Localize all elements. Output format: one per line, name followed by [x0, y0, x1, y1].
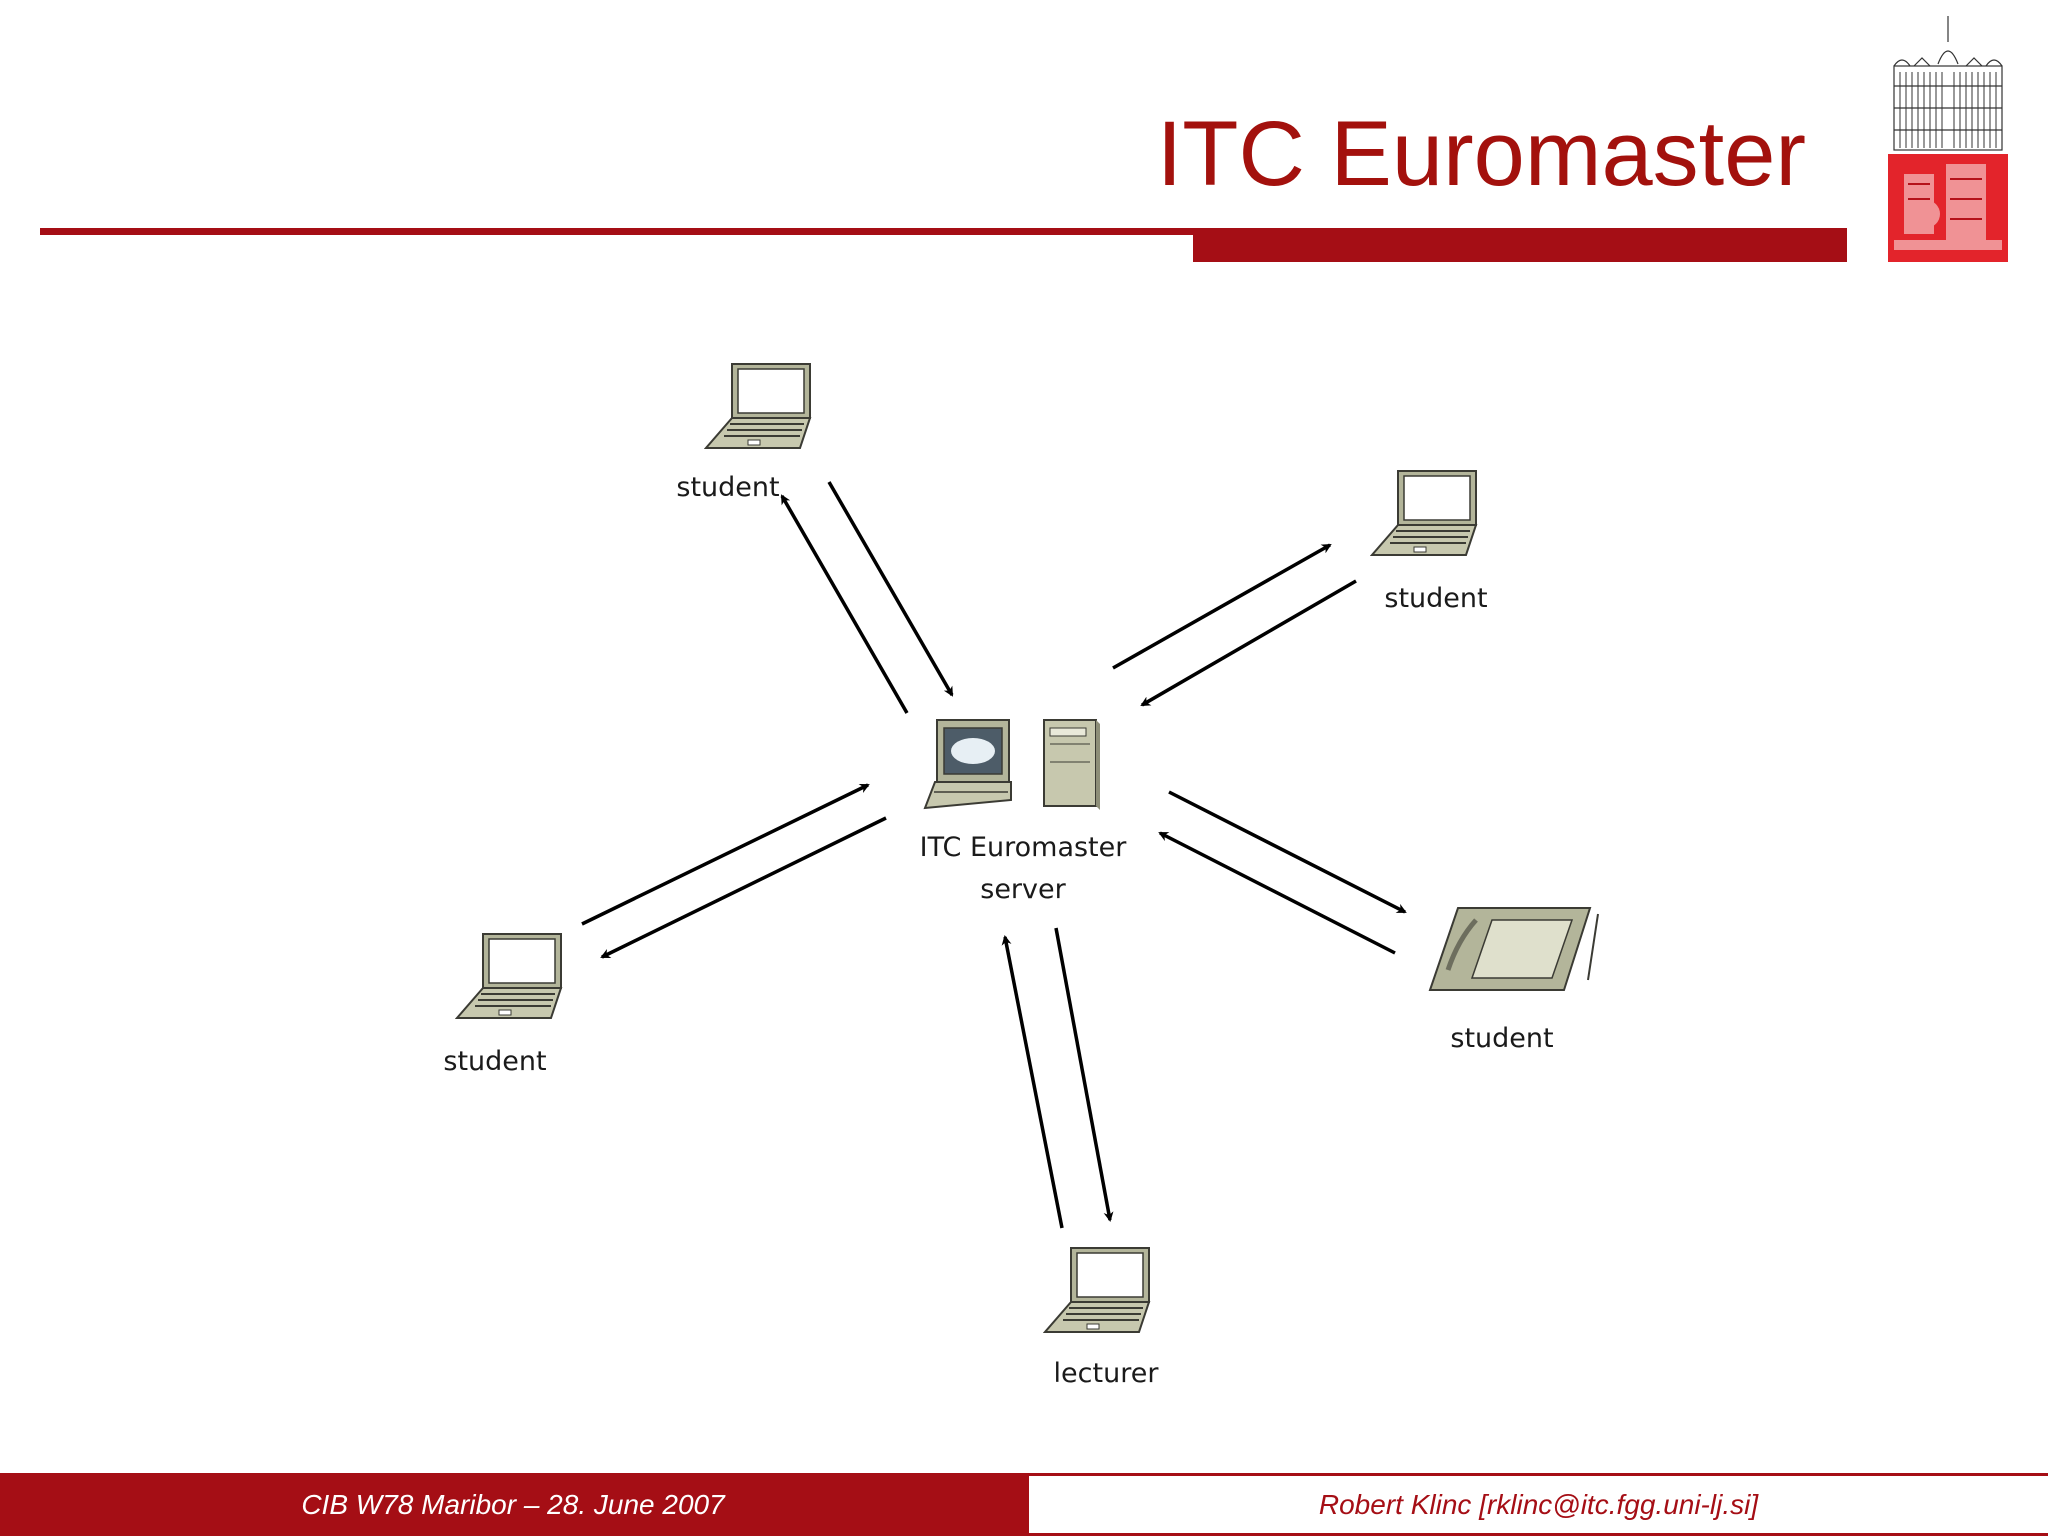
- server-tower-icon: [1043, 719, 1100, 810]
- student-left-laptop-icon: [456, 933, 562, 1019]
- slide-title: ITC Euromaster: [1156, 103, 1806, 205]
- student-top-laptop-icon: [705, 363, 811, 449]
- title-rule-thick: [1193, 228, 1847, 262]
- arrow-left-student-to-server: [581, 783, 870, 926]
- student-top-label: student: [676, 472, 779, 503]
- arrow-server-to-right-student: [1112, 543, 1332, 670]
- student-left-label: student: [443, 1046, 546, 1077]
- lecturer-laptop-icon: [1044, 1247, 1150, 1333]
- student-tablet-label: student: [1450, 1023, 1553, 1054]
- server-workstation-icon: [923, 719, 1012, 810]
- arrow-server-to-top-student: [780, 494, 909, 714]
- student-right-label: student: [1384, 583, 1487, 614]
- footer-event: CIB W78 Maribor – 28. June 2007: [0, 1473, 1026, 1536]
- arrow-tablet-student-to-server: [1158, 831, 1396, 955]
- student-right-laptop-icon: [1371, 470, 1477, 556]
- footer-author: Robert Klinc [rklinc@itc.fgg.uni-lj.si]: [1026, 1473, 2048, 1536]
- arrow-right-student-to-server: [1140, 579, 1357, 707]
- arrow-server-to-tablet-student: [1168, 790, 1407, 914]
- title-rule-thin: [40, 228, 1194, 235]
- student-tablet-icon: [1428, 907, 1599, 991]
- arrow-server-to-left-student: [600, 816, 887, 959]
- arrow-top-student-to-server: [827, 481, 954, 697]
- server-label-line1: ITC Euromaster: [920, 832, 1128, 863]
- lecturer-label: lecturer: [1054, 1358, 1160, 1389]
- university-building-logo-icon: [1888, 16, 2008, 262]
- arrow-lecturer-to-server: [1001, 935, 1064, 1229]
- server-label-line2: server: [980, 874, 1066, 905]
- arrow-server-to-lecturer: [1054, 927, 1114, 1222]
